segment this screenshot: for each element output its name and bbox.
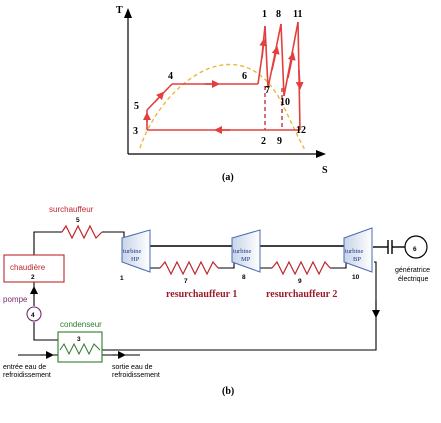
point-label-8: 8 [276, 9, 281, 20]
condenser-coil [59, 342, 101, 356]
turbine-hp-number: 1 [120, 275, 124, 282]
pipe-rh1-to-mp [218, 262, 235, 269]
pipe-bp-to-condenser [102, 261, 377, 351]
reheater-1-number: 7 [184, 278, 188, 285]
ts-axes: T S [116, 5, 328, 176]
segment-1-7 [264, 25, 269, 89]
reheater-2-coil [271, 260, 331, 276]
turbine-bp-line1: turbine [345, 248, 364, 255]
condenser-number: 3 [77, 336, 81, 343]
reheater-1-label: resurchauffeur 1 [166, 289, 237, 300]
turbine-hp: turbine HP 1 [120, 229, 151, 282]
boiler-box [3, 254, 65, 283]
pipe-boiler-to-superheater [33, 231, 62, 255]
point-label-2: 2 [261, 136, 266, 147]
pump-number: 4 [31, 312, 35, 319]
boiler-number: 2 [31, 274, 35, 281]
arrow-11-12 [295, 69, 304, 90]
superheater-coil [61, 224, 103, 240]
ts-point-labels: 1 2 3 4 5 6 7 8 9 10 11 12 [133, 9, 306, 147]
caption-b: (b) [222, 386, 234, 397]
point-label-10: 10 [280, 97, 290, 108]
cooling-in-line1: entrée eau de [3, 364, 46, 371]
reheater-1-coil [159, 260, 219, 276]
reheater-2-label: resurchauffeur 2 [266, 289, 337, 300]
generator-label-line1: génératrice [395, 267, 430, 274]
turbine-bp: turbine BP 10 [343, 227, 373, 281]
pump: 4 pompe [3, 295, 42, 322]
turbine-mp-body [231, 229, 261, 273]
pipe-rh2-to-bp [330, 262, 347, 269]
boiler-label: chaudière [10, 263, 46, 272]
turbine-bp-line2: BP [353, 256, 361, 263]
pump-circle [26, 306, 42, 322]
pump-label: pompe [3, 295, 28, 304]
turbine-mp: turbine MP 8 [231, 229, 261, 281]
condenser: condenseur 3 [57, 320, 103, 363]
arrow-5-4 [154, 91, 165, 103]
superheater-number: 5 [76, 217, 80, 224]
cooling-in-line2: refroidissement [3, 372, 51, 379]
cycle-schematic: surchauffeur 5 chaudière 2 4 pompe conde… [3, 205, 430, 397]
turbine-bp-body [343, 227, 373, 273]
turbine-hp-line2: HP [131, 256, 140, 263]
arrow-10-11 [287, 52, 296, 79]
generator-label-line2: électrique [398, 276, 428, 283]
boiler: chaudière 2 [3, 254, 65, 283]
generator-number: 6 [413, 246, 417, 253]
point-label-12: 12 [296, 125, 306, 136]
ts-cycle-path [143, 21, 304, 134]
point-label-6: 6 [242, 71, 247, 82]
point-label-4: 4 [168, 71, 173, 82]
point-label-5: 5 [134, 101, 139, 112]
t-axis-arrow [124, 8, 132, 18]
arrow-7-8 [271, 46, 280, 71]
turbine-bp-number: 10 [352, 274, 360, 281]
reheater-1: 7 resurchauffeur 1 [159, 260, 237, 300]
segment-10-11 [283, 21, 299, 97]
t-axis-label: T [116, 5, 123, 16]
pipe-condenser-to-pump [33, 322, 58, 341]
turbine-mp-number: 8 [242, 274, 246, 281]
reheater-2-number: 9 [298, 278, 302, 285]
reheater-2: 9 resurchauffeur 2 [266, 260, 337, 300]
point-label-11: 11 [293, 9, 302, 20]
turbine-mp-line2: MP [241, 256, 251, 263]
segment-6-1 [257, 25, 266, 85]
generator: 6 génératrice électrique [387, 235, 430, 283]
cooling-out-line1: sortie eau de [112, 364, 153, 371]
superheater-label: surchauffeur [49, 205, 94, 214]
point-label-1: 1 [262, 9, 267, 20]
turbine-hp-body [121, 229, 151, 273]
arrow-6-1 [259, 38, 268, 59]
caption-a: (a) [222, 172, 234, 183]
turbine-mp-line1: turbine [233, 248, 252, 255]
segment-8-10 [280, 23, 285, 97]
s-axis-label: S [322, 165, 328, 176]
cooling-water-labels: entrée eau de refroidissement sortie eau… [3, 364, 160, 379]
turbine-hp-line1: turbine [123, 248, 142, 255]
pipe-superheater-to-hp [102, 231, 125, 240]
point-label-7: 7 [265, 85, 270, 96]
condenser-label: condenseur [60, 320, 102, 329]
superheater: surchauffeur 5 [49, 205, 103, 240]
cooling-out-line2: refroidissement [112, 372, 160, 379]
point-label-3: 3 [133, 126, 138, 137]
point-label-9: 9 [277, 136, 282, 147]
s-axis-arrow [316, 150, 326, 158]
flow-arrows [30, 286, 380, 359]
generator-circle [404, 235, 428, 259]
ts-diagram: T S [116, 5, 328, 183]
